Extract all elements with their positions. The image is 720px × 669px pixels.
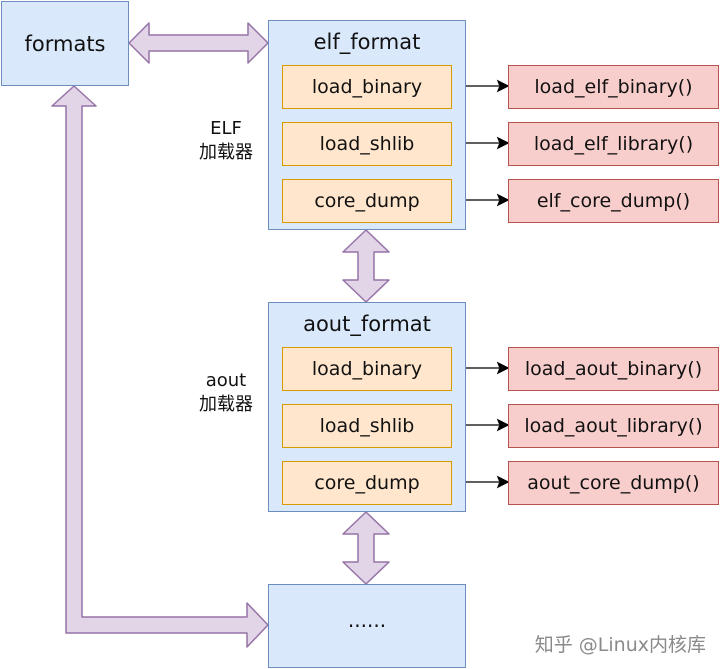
aout-fn-load-binary: load_aout_binary() bbox=[508, 347, 719, 391]
elf-format-title: elf_format bbox=[313, 30, 421, 54]
aout-fn-core-dump-label: aout_core_dump() bbox=[527, 472, 700, 494]
elf-binary-arrowhead bbox=[496, 79, 510, 93]
formats-more-double-arrow bbox=[51, 85, 269, 648]
elf-loader-label-line2: 加载器 bbox=[199, 142, 253, 163]
formats-box: formats bbox=[1, 1, 129, 86]
elf-loader-label-line1: ELF bbox=[210, 118, 242, 139]
aout-shlib-arrowhead bbox=[496, 418, 510, 432]
aout-fn-load-library-label: load_aout_library() bbox=[524, 415, 703, 437]
aout-core-arrowhead bbox=[496, 475, 510, 489]
aout-fn-load-binary-label: load_aout_binary() bbox=[524, 358, 703, 380]
elf-op-core-dump-label: core_dump bbox=[314, 190, 420, 212]
aout-op-load-binary-label: load_binary bbox=[311, 358, 423, 380]
elf-loader-label: ELF 加载器 bbox=[186, 117, 266, 165]
aout-binary-arrowhead bbox=[496, 361, 510, 375]
elf-fn-load-binary: load_elf_binary() bbox=[508, 65, 719, 109]
formats-elf-double-arrow bbox=[128, 22, 269, 64]
aout-more-double-arrow bbox=[342, 511, 390, 585]
aout-op-core-dump-label: core_dump bbox=[314, 472, 420, 494]
aout-op-load-shlib-label: load_shlib bbox=[319, 415, 415, 437]
more-formats-box: ...... bbox=[268, 584, 466, 668]
elf-op-load-binary: load_binary bbox=[282, 65, 452, 109]
elf-op-core-dump: core_dump bbox=[282, 179, 452, 223]
aout-op-load-shlib: load_shlib bbox=[282, 404, 452, 448]
elf-aout-double-arrow bbox=[342, 229, 390, 303]
aout-loader-label: aout 加载器 bbox=[186, 369, 266, 417]
aout-loader-label-line2: 加载器 bbox=[199, 394, 253, 415]
elf-fn-load-binary-label: load_elf_binary() bbox=[534, 76, 693, 98]
elf-shlib-arrowhead bbox=[496, 136, 510, 150]
aout-loader-label-line1: aout bbox=[205, 370, 247, 391]
elf-op-load-shlib: load_shlib bbox=[282, 122, 452, 166]
aout-op-core-dump: core_dump bbox=[282, 461, 452, 505]
elf-fn-load-library: load_elf_library() bbox=[508, 122, 719, 166]
aout-fn-core-dump: aout_core_dump() bbox=[508, 461, 719, 505]
aout-fn-load-library: load_aout_library() bbox=[508, 404, 719, 448]
elf-op-load-binary-label: load_binary bbox=[311, 76, 423, 98]
elf-fn-core-dump: elf_core_dump() bbox=[508, 179, 719, 223]
elf-core-arrowhead bbox=[496, 193, 510, 207]
formats-label: formats bbox=[24, 31, 106, 56]
elf-fn-core-dump-label: elf_core_dump() bbox=[536, 190, 691, 212]
more-formats-label: ...... bbox=[347, 608, 387, 632]
watermark: 知乎 @Linux内核库 bbox=[534, 634, 706, 656]
elf-op-load-shlib-label: load_shlib bbox=[319, 133, 415, 155]
aout-op-load-binary: load_binary bbox=[282, 347, 452, 391]
elf-fn-load-library-label: load_elf_library() bbox=[533, 133, 694, 155]
aout-format-title: aout_format bbox=[303, 312, 431, 336]
